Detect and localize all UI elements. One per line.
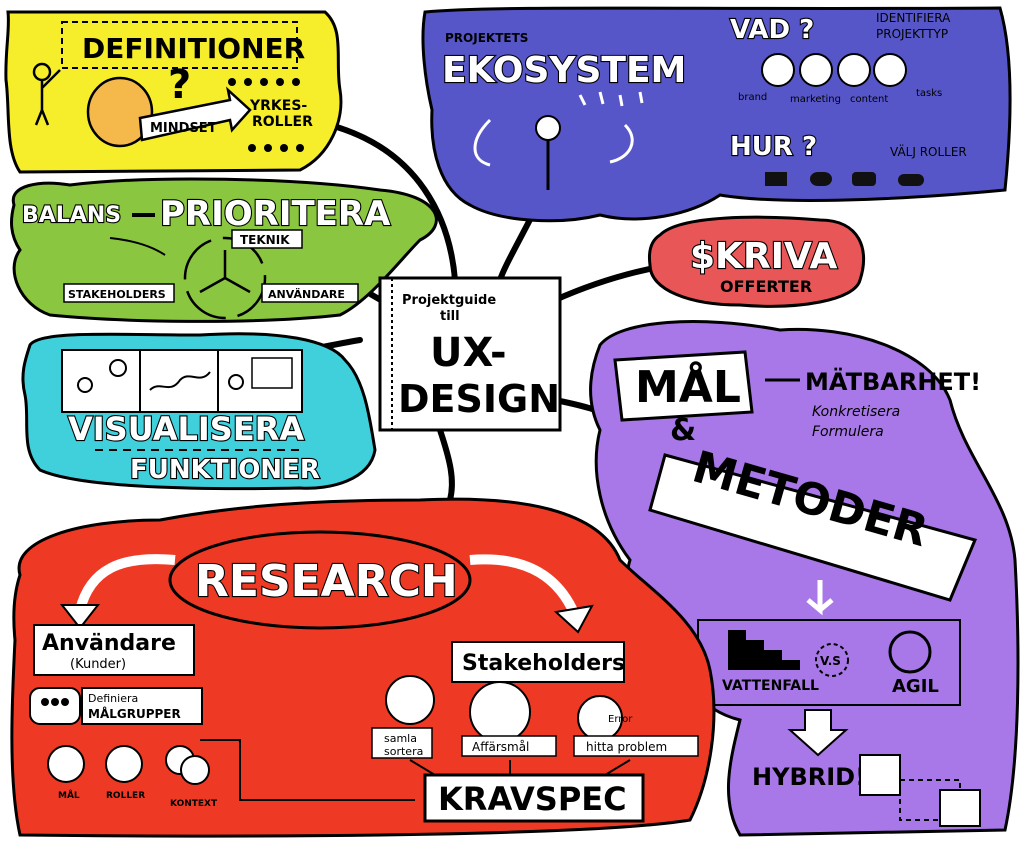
hat-icon <box>105 745 143 783</box>
center-notebook: Projektguide till UX- DESIGN <box>378 276 562 432</box>
center-ux: UX- <box>430 330 507 376</box>
yrkesroller-line2: ROLLER <box>252 114 313 130</box>
icon-brand-label: brand <box>738 92 767 103</box>
konkretisera-label: Konkretisera <box>812 404 900 420</box>
waterfall-icon <box>728 630 800 670</box>
flag-icon <box>47 745 85 783</box>
teknik-label: TEKNIK <box>240 233 290 247</box>
vattenfall-label: VATTENFALL <box>722 678 819 694</box>
anvandare-label: ANVÄNDARE <box>268 287 345 301</box>
skriva-title: $KRIVA <box>690 236 837 277</box>
kontext-small-label: KONTEXT <box>170 799 218 809</box>
valj-roller-label: VÄLJ ROLLER <box>890 144 967 159</box>
center-line1: Projektguide <box>402 293 496 308</box>
ekosystem-cloud: PROJEKTETS EKOSYSTEM VAD ? IDENTIFIERA P… <box>421 6 1012 223</box>
visualisera-title: VISUALISERA <box>68 410 304 448</box>
icon-tasks-label: tasks <box>916 88 942 99</box>
error-label: Error <box>608 714 633 725</box>
hats-icon <box>765 172 924 186</box>
venn-icon <box>180 755 210 785</box>
lightbulb-icon <box>385 675 435 725</box>
projektets-label: PROJEKTETS <box>445 31 528 45</box>
chart-icon <box>799 53 833 87</box>
kravspec-label: KRAVSPEC <box>438 780 627 818</box>
document-icon <box>837 53 871 87</box>
identifiera-line1: IDENTIFIERA <box>876 11 951 25</box>
yrkesroller-line1: YRKES- <box>249 98 307 114</box>
question-mark-icon: ? <box>168 62 191 108</box>
gear-icon <box>873 53 907 87</box>
identifiera-line2: PROJEKTTYP <box>876 27 948 41</box>
vs-label: V.S <box>820 654 841 668</box>
center-line2: till <box>440 309 460 324</box>
flower-icon <box>535 115 561 141</box>
balans-word: BALANS <box>22 203 121 228</box>
balans-cloud: BALANS PRIORITERA TEKNIK STAKEHOLDERS AN… <box>10 177 438 323</box>
research-stakeholders-label: Stakeholders <box>462 651 625 676</box>
ekosystem-title: EKOSYSTEM <box>442 50 686 91</box>
funktioner-subtitle: FUNKTIONER <box>130 455 320 485</box>
offerter-subtitle: OFFERTER <box>720 277 812 296</box>
mal-small-label: MÅL <box>58 790 80 801</box>
affarsmal-label: Affärsmål <box>472 740 529 754</box>
stakeholders-label: STAKEHOLDERS <box>68 288 166 301</box>
skriva-cloud: $KRIVA OFFERTER <box>648 215 866 308</box>
mindset-label: MINDSET <box>150 121 217 136</box>
star-icon <box>761 53 795 87</box>
definitioner-title: DEFINITIONER <box>82 32 305 65</box>
definiera-line1: Definiera <box>88 692 138 705</box>
mal-word: MÅL <box>635 360 741 413</box>
kunder-label: (Kunder) <box>70 657 126 672</box>
definitioner-cloud: DEFINITIONER ? MINDSET YRKES- ROLLER <box>4 10 343 174</box>
ampersand: & <box>670 413 696 448</box>
hybrid-label: HYBRID! <box>752 763 866 791</box>
icon-marketing-label: marketing <box>790 94 841 105</box>
people-group-icon <box>228 78 304 152</box>
research-anvandare-label: Användare <box>42 631 176 656</box>
visualisera-cloud: VISUALISERA FUNKTIONER <box>21 332 377 491</box>
agil-label: AGIL <box>892 676 939 697</box>
research-title: RESEARCH <box>195 556 458 607</box>
roller-small-label: ROLLER <box>106 791 145 801</box>
icon-content-label: content <box>850 94 888 105</box>
sortera-label: sortera <box>384 745 423 758</box>
mal-metoder-cloud: MÅL & MÄTBARHET! Konkretisera Formulera … <box>589 320 1020 837</box>
prioritera-word: PRIORITERA <box>160 194 391 234</box>
agile-cycle-icon <box>888 630 932 674</box>
definiera-line2: MÅLGRUPPER <box>88 706 181 721</box>
comb-icon <box>469 681 531 743</box>
formulera-label: Formulera <box>812 424 884 440</box>
hur-heading: HUR ? <box>730 132 817 162</box>
hitta-problem-label: hitta problem <box>586 740 667 754</box>
research-cloud: RESEARCH Användare (Kunder) Definiera MÅ… <box>10 497 716 838</box>
matbarhet-label: MÄTBARHET! <box>805 367 981 396</box>
center-design: DESIGN <box>398 377 560 421</box>
samla-label: samla <box>384 732 417 745</box>
vad-heading: VAD ? <box>730 15 814 45</box>
